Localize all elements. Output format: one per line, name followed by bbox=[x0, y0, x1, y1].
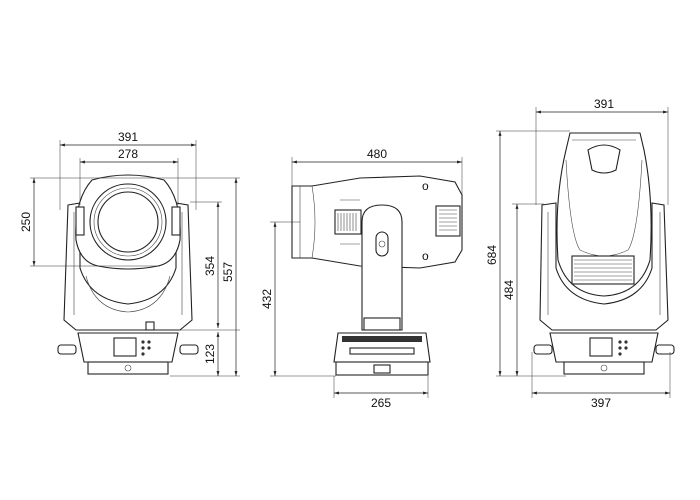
front-view bbox=[57, 174, 199, 375]
yoke bbox=[63, 202, 193, 331]
front-dimensions: 391 278 250 354 123 557 bbox=[19, 130, 240, 377]
side-dimensions: 480 432 265 bbox=[260, 147, 463, 410]
side-view: oo bbox=[291, 175, 463, 376]
dim-back-484: 484 bbox=[502, 280, 516, 300]
dim-front-250: 250 bbox=[19, 212, 33, 232]
dim-front-123: 123 bbox=[203, 344, 217, 364]
dim-side-265: 265 bbox=[371, 396, 391, 410]
back-dimensions: 391 684 484 397 bbox=[485, 97, 671, 410]
rear-grille bbox=[571, 255, 635, 285]
dim-side-480: 480 bbox=[367, 147, 387, 161]
svg-text:o: o bbox=[422, 179, 429, 193]
dim-back-397: 397 bbox=[591, 396, 611, 410]
dim-front-278: 278 bbox=[118, 147, 138, 161]
dim-front-391: 391 bbox=[118, 130, 138, 144]
dim-front-557: 557 bbox=[221, 262, 235, 282]
lens bbox=[97, 191, 159, 253]
yoke bbox=[539, 202, 669, 331]
dim-back-684: 684 bbox=[485, 245, 499, 265]
display bbox=[113, 337, 137, 357]
dim-back-391: 391 bbox=[594, 97, 614, 111]
yoke-arm bbox=[361, 204, 403, 331]
back-view bbox=[533, 132, 675, 375]
head-rear bbox=[556, 132, 652, 297]
dim-front-354: 354 bbox=[203, 256, 217, 276]
dim-side-432: 432 bbox=[260, 289, 274, 309]
svg-text:o: o bbox=[422, 249, 429, 263]
